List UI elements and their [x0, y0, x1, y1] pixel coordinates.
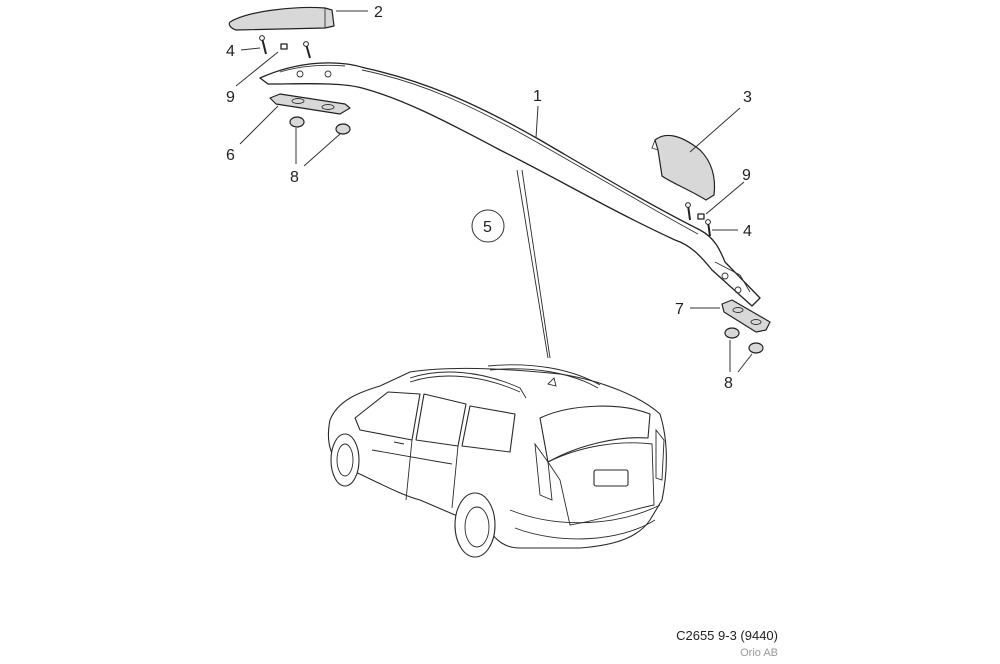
clip-front: [280, 43, 288, 50]
callout-5-circle: [471, 209, 505, 243]
callout-1: 1: [533, 88, 542, 105]
leader-1: [535, 105, 539, 139]
plug-front-1: [289, 116, 305, 128]
leader-9-front: [235, 51, 279, 87]
callout-5: 5: [483, 219, 492, 236]
clip-rear: [697, 213, 705, 220]
plug-rear-1: [724, 327, 740, 339]
callout-9-front: 9: [226, 89, 235, 106]
roof-rail: [259, 62, 761, 307]
callout-4-front: 4: [226, 43, 235, 60]
callout-9-rear: 9: [742, 167, 751, 184]
bolt-front-2: [303, 41, 311, 59]
rear-gasket: [721, 299, 771, 333]
indicator-line-2: [521, 169, 551, 359]
diagram-owner: Orio AB: [740, 647, 778, 659]
callout-8-rear: 8: [724, 375, 733, 392]
plug-rear-2: [748, 342, 764, 354]
bolt-rear: [685, 202, 691, 221]
bolt-front: [259, 35, 267, 55]
callout-7: 7: [675, 301, 684, 318]
car-illustration: [327, 364, 667, 558]
callout-4-rear: 4: [743, 223, 752, 240]
plug-front-2: [335, 123, 351, 135]
leader-9-rear: [705, 181, 745, 215]
diagram-reference: C2655 9-3 (9440): [676, 628, 778, 643]
callout-2: 2: [374, 4, 383, 21]
leader-4-front: [240, 47, 261, 51]
front-end-cover: [228, 6, 335, 31]
leader-6: [239, 105, 279, 145]
indicator-line: [516, 169, 549, 359]
rear-end-cover: [651, 134, 716, 201]
front-gasket: [269, 93, 351, 115]
callout-8-front: 8: [290, 169, 299, 186]
callout-6: 6: [226, 147, 235, 164]
callout-3: 3: [743, 89, 752, 106]
leader-8-front-2: [303, 133, 341, 167]
bolt-rear-2: [705, 219, 711, 237]
leader-3: [689, 107, 741, 153]
leader-8-rear-2: [737, 353, 753, 373]
